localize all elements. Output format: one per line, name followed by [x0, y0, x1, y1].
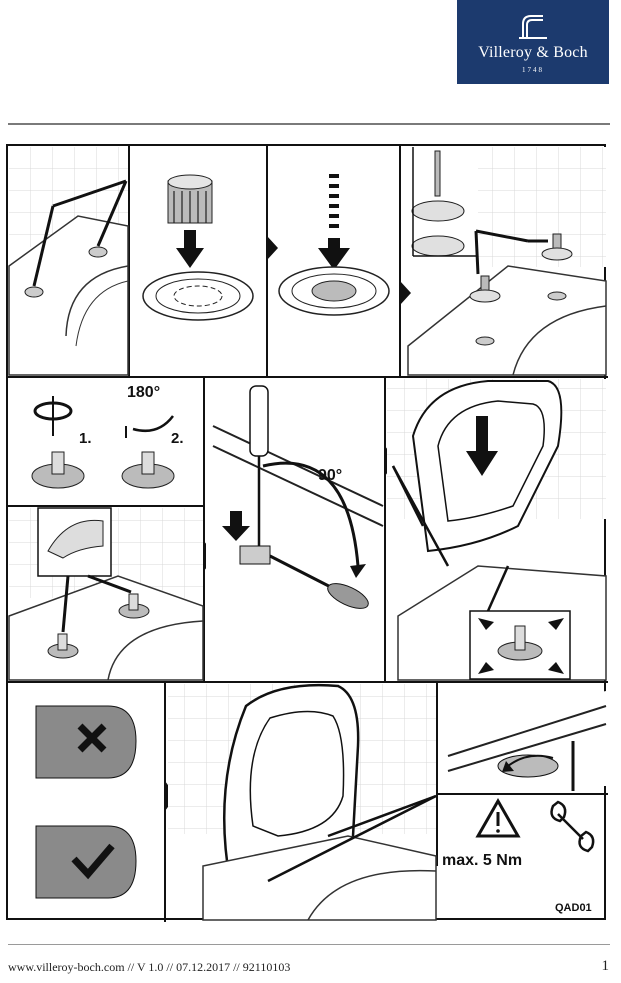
- header-rule: [8, 123, 610, 125]
- step-one-label: 1.: [79, 430, 92, 447]
- panel-screwdriver: [206, 379, 384, 680]
- brand-year: 1748: [522, 66, 544, 74]
- turn-angle-label: 90°: [318, 467, 343, 484]
- check-mark-icon: [71, 843, 115, 880]
- brand-name: Villeroy & Boch: [478, 44, 588, 61]
- panel-torque: [475, 797, 595, 853]
- panel-detail: [438, 691, 607, 791]
- diagram-illustrations: [8, 146, 608, 922]
- panel-bowl-holes: [8, 147, 129, 376]
- brand-logo: Villeroy & Boch 1748: [457, 0, 609, 84]
- footer-rule: [8, 944, 610, 945]
- instruction-diagram: [6, 144, 608, 922]
- panel-seat-down: [168, 683, 437, 921]
- panel-wrong-correct: [35, 705, 137, 899]
- panel-rotate: [31, 396, 175, 489]
- page-number: 1: [601, 958, 610, 974]
- wrench-icon: [550, 800, 595, 853]
- diagram-code: QAD01: [555, 902, 592, 914]
- faucet-logo-icon: [519, 15, 547, 39]
- panel-bolts: [407, 147, 607, 376]
- footer-info: www.villeroy-boch.com // V 1.0 // 07.12.…: [8, 960, 291, 974]
- panel-seat-place: [387, 379, 607, 681]
- panel-hand-tighten: [8, 507, 204, 681]
- panel-press-plug: [278, 174, 390, 316]
- step-two-label: 2.: [171, 430, 184, 447]
- panel-insert-plug: [142, 174, 254, 321]
- torque-label: max. 5 Nm: [442, 852, 523, 869]
- cross-mark-icon: [77, 723, 107, 753]
- rotation-angle-label: 180°: [127, 384, 161, 401]
